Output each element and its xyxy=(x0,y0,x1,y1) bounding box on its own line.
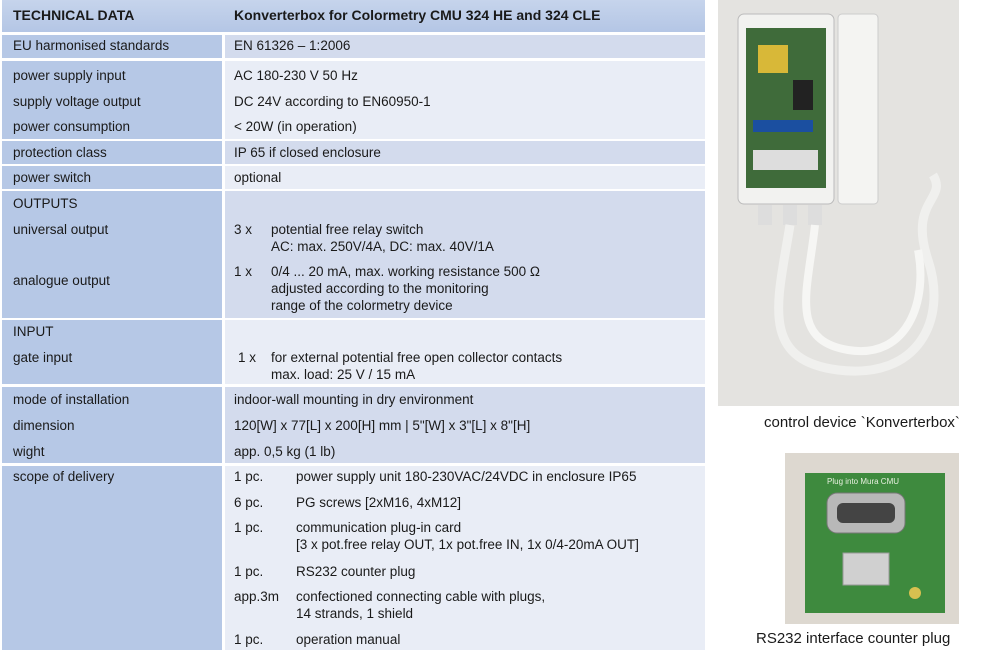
label: analogue output xyxy=(13,273,110,288)
qty: app.3m xyxy=(234,589,280,604)
row-eu-standards: EU harmonised standards EN 61326 – 1:200… xyxy=(2,35,705,58)
label: mode of installation xyxy=(13,392,130,407)
qty: 1 pc. xyxy=(234,520,264,535)
value: power supply unit 180-230VAC/24VDC in en… xyxy=(296,469,637,484)
label: power switch xyxy=(13,170,92,185)
value: < 20W (in operation) xyxy=(234,119,357,134)
value: indoor-wall mounting in dry environment xyxy=(234,392,474,407)
label: INPUT xyxy=(13,324,54,339)
qty: 1 pc. xyxy=(234,632,264,647)
label: universal output xyxy=(13,222,109,237)
row-power-switch: power switch optional xyxy=(2,166,705,189)
value: for external potential free open collect… xyxy=(271,350,563,365)
qty: 3 x xyxy=(234,222,253,237)
value: AC: max. 250V/4A, DC: max. 40V/1A xyxy=(271,239,494,254)
row-power: power supply input supply voltage output… xyxy=(2,61,705,139)
row-protection: protection class IP 65 if closed enclosu… xyxy=(2,141,705,164)
row-installation: mode of installation dimension wight ind… xyxy=(2,387,705,463)
label: wight xyxy=(13,444,45,459)
value: IP 65 if closed enclosure xyxy=(234,145,381,160)
label: gate input xyxy=(13,350,73,365)
label: dimension xyxy=(13,418,75,433)
value: adjusted according to the monitoring xyxy=(271,281,489,296)
row-outputs: OUTPUTS universal output analogue output… xyxy=(2,191,705,318)
value: max. load: 25 V / 15 mA xyxy=(271,367,416,382)
label: protection class xyxy=(13,145,107,160)
value: [3 x pot.free relay OUT, 1x pot.free IN,… xyxy=(296,537,639,552)
value: 0/4 ... 20 mA, max. working resistance 5… xyxy=(271,264,540,279)
value: AC 180-230 V 50 Hz xyxy=(234,68,358,83)
value: operation manual xyxy=(296,632,401,647)
rs232-caption: RS232 interface counter plug xyxy=(756,630,951,647)
value: app. 0,5 kg (1 lb) xyxy=(234,444,336,459)
value: PG screws [2xM16, 4xM12] xyxy=(296,495,462,510)
qty: 1 pc. xyxy=(234,564,264,579)
label: EU harmonised standards xyxy=(13,38,170,53)
rs232-board-text: Plug into Mura CMU xyxy=(827,477,900,486)
value: 120[W] x 77[L] x 200[H] mm | 5"[W] x 3"[… xyxy=(234,418,531,433)
value: potential free relay switch xyxy=(271,222,424,237)
value: RS232 counter plug xyxy=(296,564,416,579)
value: EN 61326 – 1:2006 xyxy=(234,38,351,53)
row-input: INPUT gate input 1 x for external potent… xyxy=(2,320,705,384)
rs232-plug-photo: Plug into Mura CMU xyxy=(785,453,959,624)
konverterbox-caption: control device `Konverterbox` xyxy=(764,414,960,431)
value: range of the colormetry device xyxy=(271,298,453,313)
label: supply voltage output xyxy=(13,94,141,109)
qty: 1 x xyxy=(234,264,253,279)
row-scope-of-delivery: scope of delivery 1 pc. power supply uni… xyxy=(2,466,705,650)
value: optional xyxy=(234,170,282,185)
label: power consumption xyxy=(13,119,131,134)
label: OUTPUTS xyxy=(13,196,78,211)
value: communication plug-in card xyxy=(296,520,462,535)
qty: 1 pc. xyxy=(234,469,264,484)
label: power supply input xyxy=(13,68,126,83)
table-header: TECHNICAL DATA Konverterbox for Colormet… xyxy=(2,0,705,32)
header-left: TECHNICAL DATA xyxy=(13,7,135,23)
konverterbox-photo xyxy=(718,0,959,406)
value: confectioned connecting cable with plugs… xyxy=(296,589,546,604)
label: scope of delivery xyxy=(13,469,115,484)
value: DC 24V according to EN60950-1 xyxy=(234,94,431,109)
qty: 6 pc. xyxy=(234,495,264,510)
header-right: Konverterbox for Colormetry CMU 324 HE a… xyxy=(234,7,601,23)
qty: 1 x xyxy=(238,350,257,365)
value: 14 strands, 1 shield xyxy=(296,606,414,621)
